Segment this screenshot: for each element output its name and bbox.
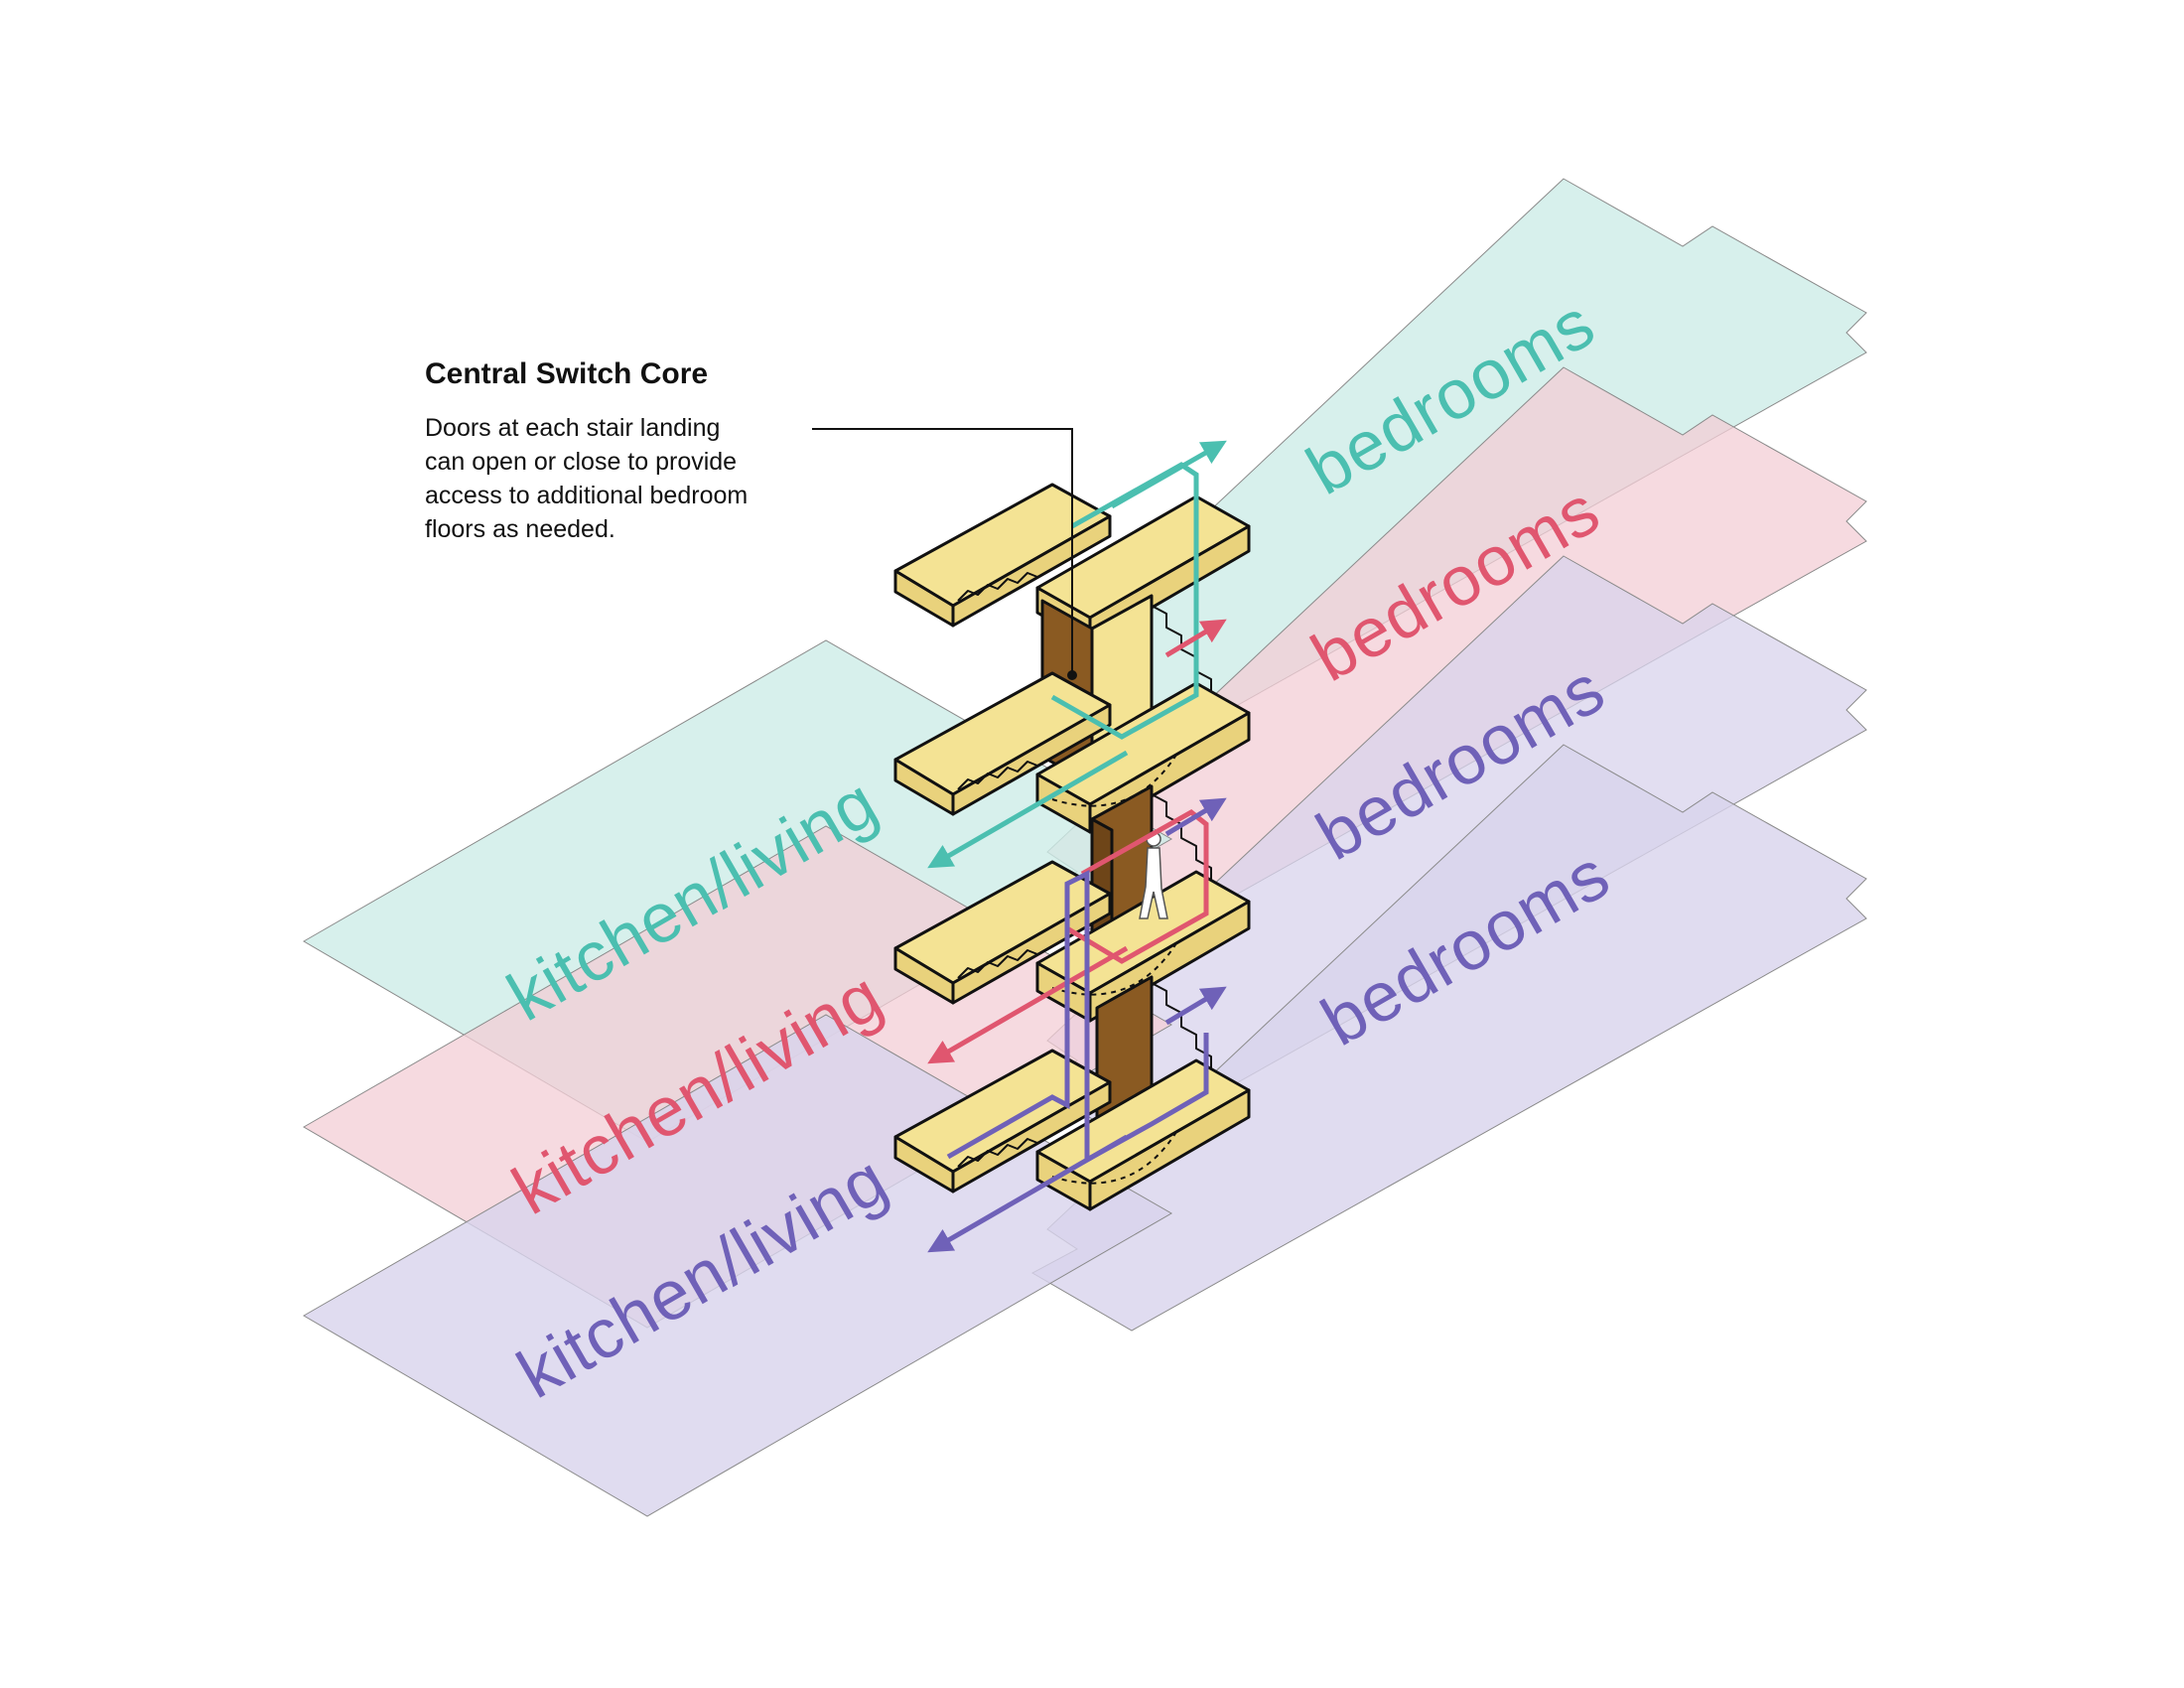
stair-flight (893, 671, 1112, 816)
circulation-route-bottom (927, 797, 1227, 1253)
callout-line: floors as needed. (425, 515, 615, 543)
stair-flight (893, 483, 1112, 628)
stair-flight (893, 1049, 1112, 1194)
stair-flight (893, 860, 1112, 1005)
callout-line: access to additional bedroom (425, 482, 749, 509)
callout-line: Doors at each stair landing (425, 414, 721, 442)
stair-landing (1035, 1058, 1251, 1211)
callout-title: Central Switch Core (425, 357, 709, 390)
callout-body: Doors at each stair landing can open or … (425, 411, 794, 546)
callout-leader (812, 428, 1077, 680)
circulation-route-top (927, 440, 1227, 869)
circulation-route-middle (927, 619, 1227, 1064)
callout-line: can open or close to provide (425, 448, 738, 476)
